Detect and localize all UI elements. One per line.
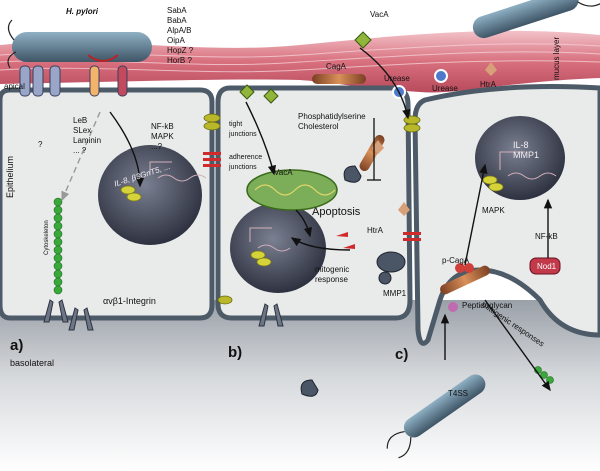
phospholipid-labels: Phosphatidylserine Cholesterol [298, 112, 366, 132]
receptor-list: LeB SLex Laminin ... ? [73, 116, 101, 156]
arrow-mito-nucleus-c [464, 163, 488, 266]
p-cagA-label: p-CagA [442, 256, 470, 265]
htrA-mid-label: HtrA [367, 226, 383, 235]
apoptosis-label: Apoptosis [312, 206, 361, 218]
mucus-layer-label: mucus layer [552, 36, 561, 80]
mitogenic-response-label: mitogenic response [315, 265, 349, 285]
apical-label: apical [4, 82, 25, 91]
adherence-junctions-label: adherence junctions [229, 153, 262, 173]
panel-c-label: c) [395, 346, 409, 363]
panel-a-label: a) [10, 337, 24, 354]
phospholipid-1: Cholesterol [298, 122, 339, 131]
question-mark: ? [38, 140, 43, 149]
urease-label-2: Urease [432, 84, 458, 93]
h-pylori-bacterium-top [7, 19, 152, 69]
urease-2 [434, 69, 448, 83]
h-pylori-label: H. pylori [66, 7, 99, 16]
adhesin-1: BabA [167, 16, 187, 25]
htrA-top-label: HtrA [480, 80, 496, 89]
tight-junctions-1: junctions [229, 131, 257, 138]
cytoskeleton-label: Cytoskeleton [44, 220, 50, 255]
peptidoglycan-label: Peptidoglycan [462, 301, 513, 310]
receptor-1: SLex [73, 126, 92, 135]
h-pylori-bacterium-right [472, 0, 600, 39]
receptor-0: LeB [73, 116, 88, 125]
vacA-top-label: VacA [370, 10, 389, 19]
il8-label: IL-8 [513, 140, 529, 150]
integrins [43, 299, 284, 331]
vacA-molecules [239, 31, 372, 104]
epithelium-label: Epithelium [5, 155, 15, 198]
adhesin-4: HopZ ? [167, 46, 194, 55]
receptor-3: ... ? [73, 146, 87, 155]
arrow-dashed-cytoskeleton [61, 111, 101, 202]
nucleus-b [230, 203, 326, 293]
mmp1-mid-label: MMP1 [383, 289, 407, 298]
adhesins-list: SabA BabA AlpA/B OipA HopZ ? HorB ? [167, 6, 193, 66]
h-pylori-bacterium-bottom [386, 374, 486, 459]
adhesin-3: OipA [167, 36, 185, 45]
nfkb-c-label: NF-kB [535, 232, 558, 241]
basal-stroma [0, 300, 600, 471]
signalling-a-0: NF-kB [151, 122, 174, 131]
tight-junctions-0: tight [229, 121, 243, 128]
adherence-junctions-0: adherence [229, 154, 263, 161]
il8-mmp1-label: IL-8 MMP1 [513, 140, 539, 160]
adhesin-5: HorB ? [167, 56, 192, 65]
arrow-a-to-nucleus [109, 111, 145, 188]
mapk-c-label: MAPK [482, 206, 505, 215]
adherence-junctions-1: junctions [229, 164, 257, 171]
signalling-a-list: NF-kB MAPK ...? [151, 122, 174, 152]
receptor-2: Laminin [73, 136, 102, 145]
signalling-a-1: MAPK [151, 132, 174, 141]
basolateral-label: basolateral [10, 358, 55, 368]
nod1-protein [529, 257, 561, 275]
tight-junctions-label: tight junctions [229, 120, 257, 140]
cagA-molecule-top [312, 74, 366, 84]
arrow-apoptosis-nucleus [290, 237, 351, 251]
arrow-mito-apoptosis [295, 209, 313, 238]
arrow-vacA-tight [359, 47, 411, 120]
arrow-mitogenic-c [484, 299, 551, 392]
mitogenic-response-1: response [315, 275, 348, 284]
nucleus-a [98, 145, 202, 245]
integrin-label: αvβ1-Integrin [103, 296, 156, 306]
nucleus-c [475, 116, 565, 200]
adhesin-0: SabA [167, 6, 187, 15]
panel-b-label: b) [228, 344, 243, 361]
cagA-molecule-c [440, 265, 490, 295]
mmp1-c-label: MMP1 [513, 150, 540, 160]
adhesin-2: AlpA/B [167, 26, 192, 35]
urease-label-1: Urease [384, 74, 410, 83]
signalling-a-2: ...? [151, 142, 163, 151]
nod1-label: Nod1 [537, 262, 557, 271]
t4ss-label: T4SS [448, 389, 469, 398]
arrow-vacA-mito [245, 101, 277, 176]
vacA-mid-label: VacA [274, 168, 293, 177]
cytoskeleton-chain [53, 197, 554, 384]
peptidoglycan-sphere [448, 302, 458, 312]
cagA-label: CagA [326, 62, 347, 71]
mitochondrion [246, 169, 338, 211]
phospholipid-0: Phosphatidylserine [298, 112, 366, 121]
mitogenic-response-0: mitogenic [315, 265, 350, 274]
